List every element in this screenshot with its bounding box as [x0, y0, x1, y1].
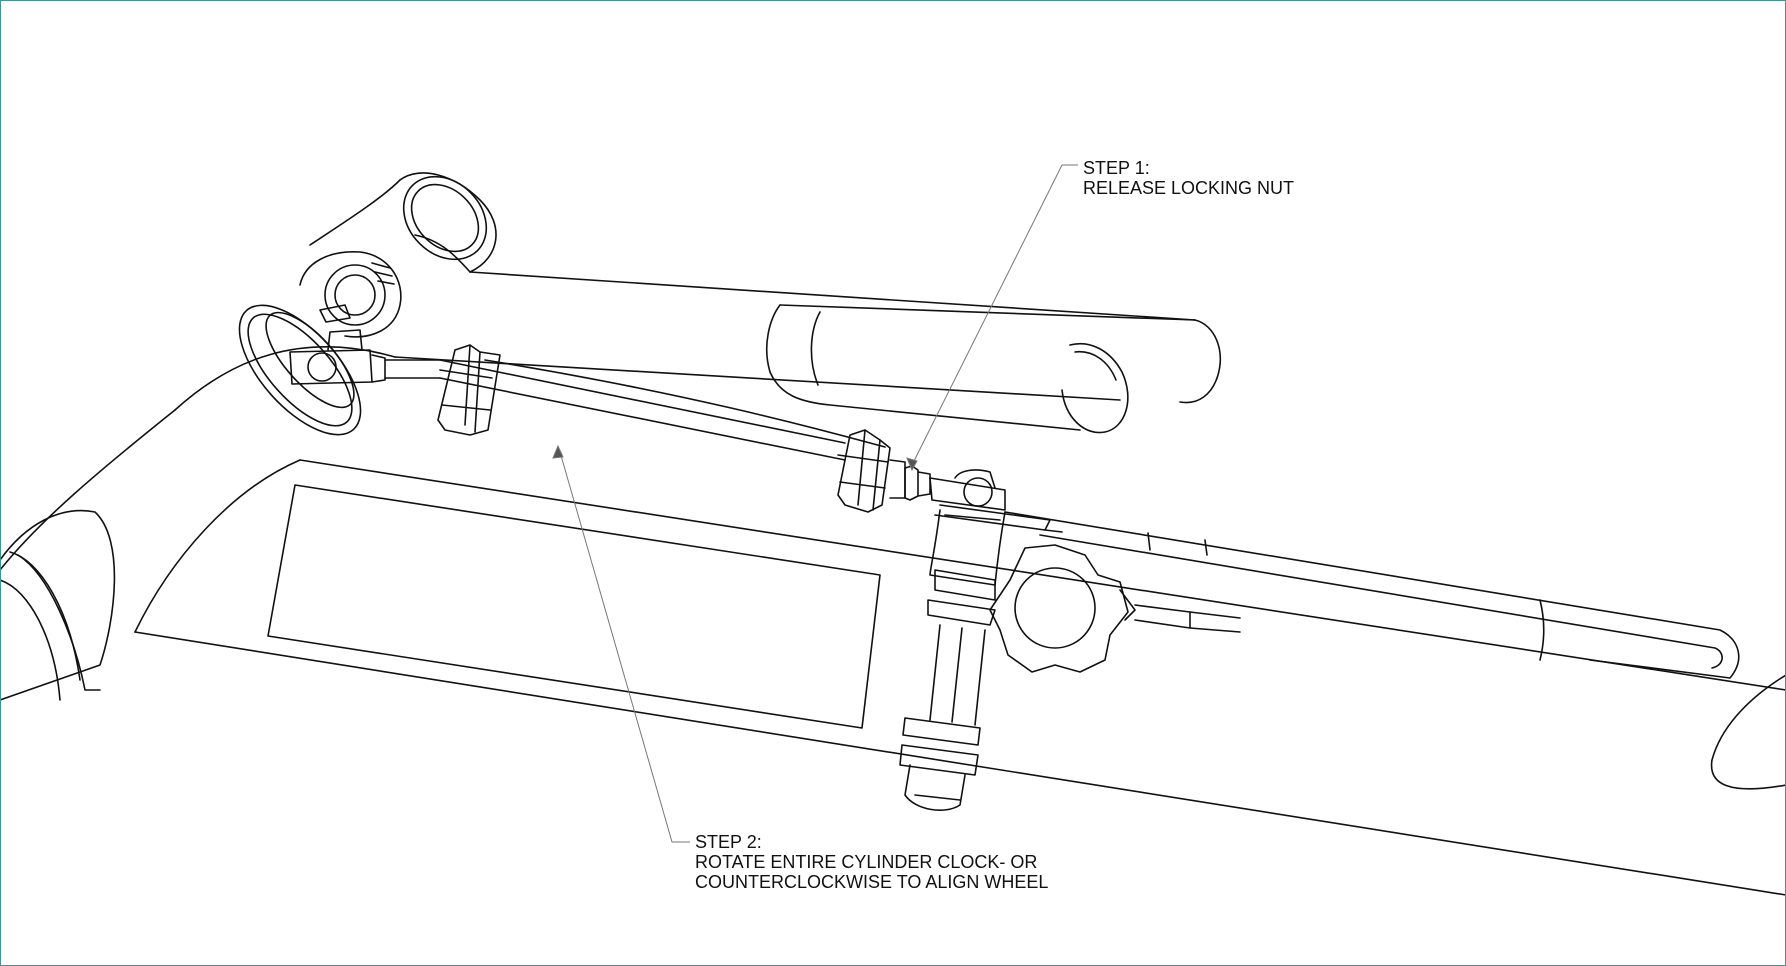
step2-title: STEP 2: — [695, 832, 762, 852]
star-knob — [989, 544, 1136, 673]
upper-tube — [174, 234, 1196, 411]
bottom-nut-stack — [899, 717, 981, 811]
right-frame-edge — [1710, 674, 1786, 790]
step2-instruction-line2: COUNTERCLOCKWISE TO ALIGN WHEEL — [695, 872, 1049, 892]
step2-instruction-line1: ROTATE ENTIRE CYLINDER CLOCK- OR — [695, 852, 1038, 872]
right-rod-end — [929, 469, 1006, 511]
hex-nut-left — [437, 344, 501, 436]
step2-leader-line — [559, 451, 690, 843]
head-tube — [0, 509, 116, 701]
step2-arrowhead — [552, 444, 564, 459]
locking-nut — [904, 465, 931, 501]
step1-callout: STEP 1: RELEASE LOCKING NUT — [1083, 158, 1294, 198]
clamp-bracket — [299, 251, 402, 338]
main-frame-tube — [0, 409, 1786, 896]
label-plate — [267, 484, 881, 729]
step1-instruction: RELEASE LOCKING NUT — [1083, 178, 1295, 198]
step2-callout: STEP 2: ROTATE ENTIRE CYLINDER CLOCK- OR… — [695, 832, 1048, 892]
hex-nut-right — [837, 429, 906, 513]
step1-title: STEP 1: — [1083, 158, 1150, 178]
mounting-flange — [238, 304, 362, 436]
clamp-plate — [934, 504, 1063, 533]
tube-end-cap — [309, 172, 497, 273]
step1-leader-line — [911, 164, 1078, 466]
vertical-mount — [927, 509, 1006, 726]
step1-arrowhead — [906, 457, 918, 472]
left-rod-end — [289, 329, 441, 385]
rear-cylinder — [766, 304, 1222, 434]
actuator-rod — [439, 359, 886, 461]
support-rail — [1004, 511, 1740, 679]
